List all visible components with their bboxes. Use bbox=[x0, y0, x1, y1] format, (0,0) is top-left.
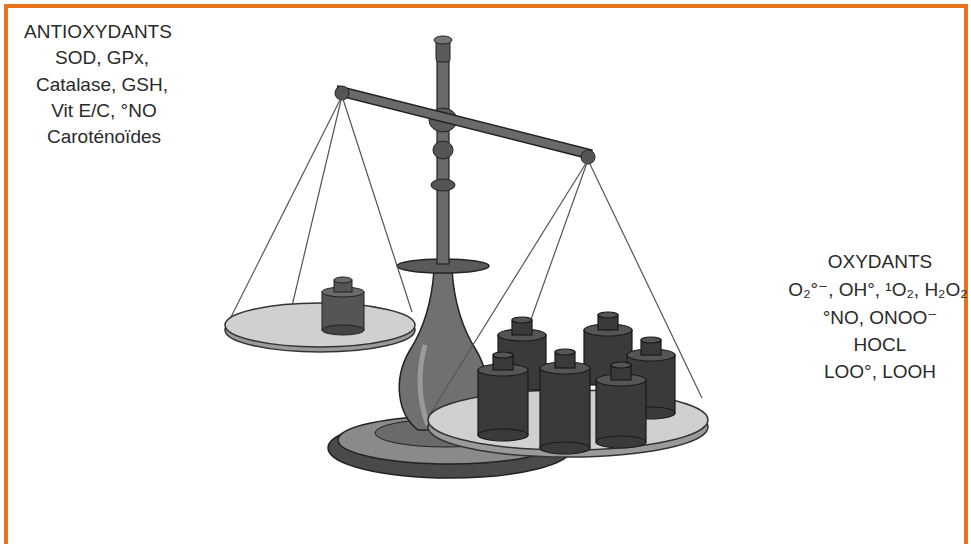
species-list: Catalase, GSH, bbox=[36, 75, 168, 96]
species-list: °NO, ONOO⁻ bbox=[823, 308, 938, 329]
scale-beam bbox=[336, 86, 592, 159]
group-heading: OXYDANTS bbox=[828, 252, 933, 273]
left-pan-strings bbox=[228, 96, 412, 323]
right-hanger bbox=[581, 150, 595, 164]
pole-knot bbox=[433, 141, 453, 159]
species-list: LOO°, LOOH bbox=[824, 362, 936, 383]
pole-cap bbox=[434, 36, 452, 44]
group-heading: ANTIOXYDANTS bbox=[24, 22, 172, 43]
column-highlight bbox=[420, 345, 428, 425]
pole-ring bbox=[431, 179, 455, 191]
species-list: O₂°⁻, OH°, ¹O₂, H₂O₂ bbox=[788, 280, 967, 301]
species-list: HOCL bbox=[854, 335, 907, 356]
frame-border bbox=[6, 6, 966, 544]
species-list: SOD, GPx, bbox=[55, 48, 149, 69]
species-list: Vit E/C, °NO bbox=[51, 101, 156, 122]
left-pan bbox=[225, 303, 415, 347]
species-list: Caroténoïdes bbox=[47, 127, 161, 148]
column-pole bbox=[437, 60, 449, 264]
left-weight bbox=[322, 277, 364, 335]
right-weights bbox=[478, 312, 675, 454]
